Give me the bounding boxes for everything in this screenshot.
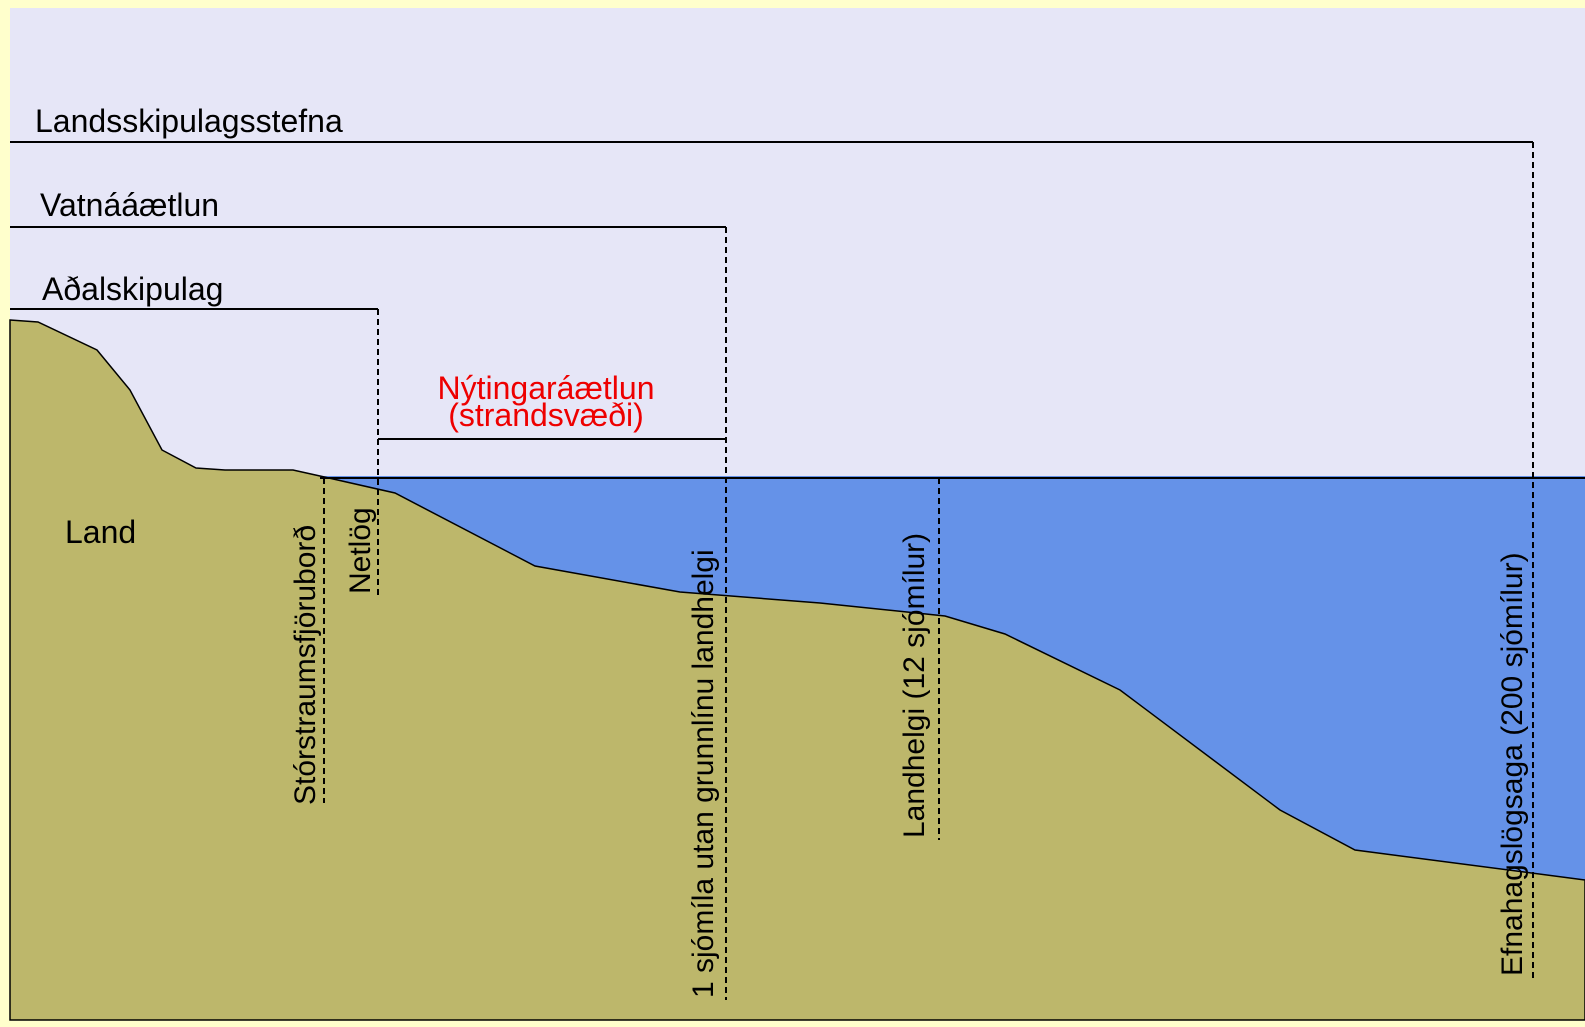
vatnaaaetlun-label: Vatnááætlun xyxy=(40,187,219,223)
landhelgi-label: Landhelgi (12 sjómílur) xyxy=(898,533,931,838)
nytingaraaetlun-label-line2: (strandsvæði) xyxy=(448,397,644,433)
land-label: Land xyxy=(65,514,136,550)
storstraumsfjoruborð-label: Stórstraumsfjöruborð xyxy=(289,525,322,805)
efnahagslogsaga-label: Efnahagslögsaga (200 sjómílur) xyxy=(1496,552,1529,976)
sjomila-label: 1 sjómíla utan grunnlínu landhelgi xyxy=(687,549,720,998)
land-area xyxy=(9,319,1585,1021)
sea-area xyxy=(320,476,1585,880)
landsskipulagsstefna-label: Landsskipulagsstefna xyxy=(35,103,343,139)
adalskipulag-label: Aðalskipulag xyxy=(42,271,223,307)
nytingaraaetlun-label-line1: Nýtingaráætlun xyxy=(438,370,655,406)
netlog-label: Netlög xyxy=(344,507,377,594)
